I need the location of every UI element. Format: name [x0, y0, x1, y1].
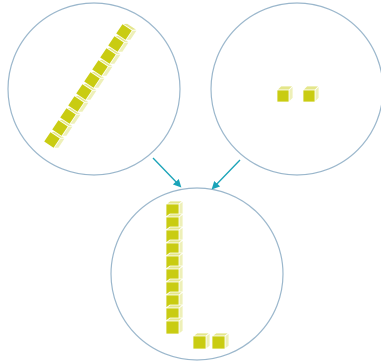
cube-side-face: [178, 317, 184, 335]
cube-front-face: [192, 335, 207, 350]
cube-side-face: [224, 332, 230, 350]
arrow-right: [211, 159, 241, 190]
diagonal-ten-rod: [43, 23, 138, 149]
vertical-ten-rod: [165, 200, 184, 335]
cube-front-face: [83, 71, 101, 89]
result-circle: [110, 187, 284, 361]
two-unit-cubes: [276, 85, 320, 103]
rod-cube: [67, 95, 90, 113]
arrow-left: [152, 157, 182, 188]
result-unit-cubes: [192, 332, 230, 350]
cube-front-face: [43, 131, 61, 149]
rod-cube: [91, 59, 114, 77]
cube-front-face: [107, 35, 125, 53]
diagonal-rod-cube-1: [43, 131, 66, 149]
cube-front-face: [165, 320, 180, 335]
vertical-rod-cube-10: [165, 317, 184, 335]
cube-front-face: [99, 47, 117, 65]
unit-cube-1: [276, 85, 294, 103]
cube-front-face: [302, 89, 316, 103]
rod-cube: [99, 47, 122, 65]
rod-cube: [43, 131, 66, 149]
ten-rod-circle: [7, 2, 181, 176]
unit-cube-2: [302, 85, 320, 103]
cube-front-face: [115, 23, 133, 41]
cube-front-face: [67, 95, 85, 113]
diagonal-rod-cube-8: [99, 47, 122, 65]
result-unit-cube-2: [211, 332, 230, 350]
cube-front-face: [75, 83, 93, 101]
ones-circle: [210, 2, 381, 176]
diagonal-rod-cube-7: [91, 59, 114, 77]
cube-front-face: [51, 119, 69, 137]
diagonal-rod-cube-3: [59, 107, 82, 125]
cube-front-face: [59, 107, 77, 125]
cube-side-face: [205, 332, 211, 350]
diagonal-rod-cube-4: [67, 95, 90, 113]
cube-front-face: [211, 335, 226, 350]
diagonal-rod-cube-10: [115, 23, 138, 41]
rod-cube: [59, 107, 82, 125]
result-unit-cube-1: [192, 332, 211, 350]
cube-front-face: [276, 89, 290, 103]
rod-cube: [115, 23, 138, 41]
cube-front-face: [91, 59, 109, 77]
